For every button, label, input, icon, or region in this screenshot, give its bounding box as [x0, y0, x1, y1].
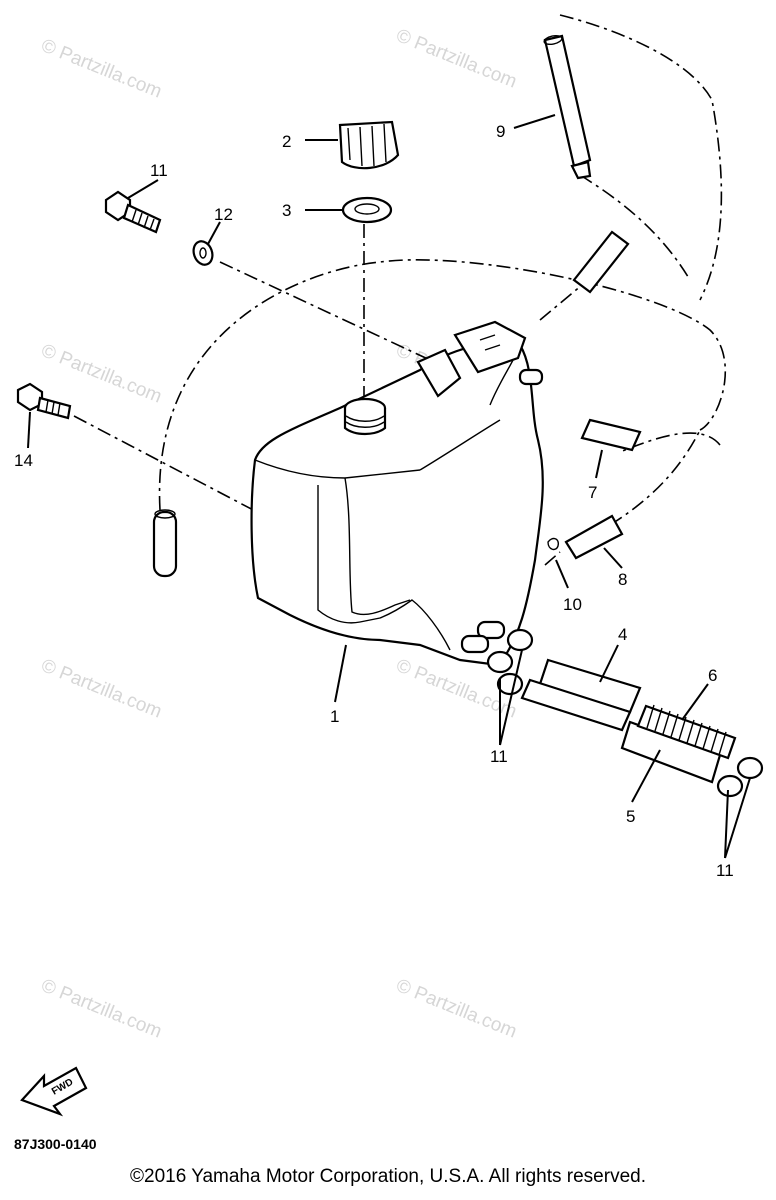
watermark-8: © Partzilla.com [393, 975, 520, 1042]
hose-9 [543, 34, 592, 180]
callout-10: 10 [563, 595, 582, 614]
callout-4: 4 [618, 625, 627, 644]
callouts: 2 3 11 12 14 9 7 8 10 4 6 1 11 5 11 [14, 122, 734, 880]
callout-11b: 11 [716, 861, 734, 880]
watermark-2: © Partzilla.com [393, 25, 520, 92]
callout-14: 14 [14, 451, 33, 470]
watermark-1: © Partzilla.com [38, 35, 165, 102]
hose-4 [520, 658, 642, 732]
assembly-lines [73, 14, 726, 566]
callout-7: 7 [588, 483, 597, 502]
fwd-arrow: FWD [20, 1066, 88, 1117]
callout-3: 3 [282, 201, 291, 220]
diagram-code: 87J300-0140 [14, 1136, 97, 1152]
clip-10 [547, 537, 560, 551]
hose-8 [564, 514, 624, 560]
callout-9: 9 [496, 122, 505, 141]
watermark-5: © Partzilla.com [38, 655, 165, 722]
callout-13: 12 [214, 205, 233, 224]
washer-13 [192, 240, 214, 266]
hose-7 [580, 418, 642, 452]
callout-12: 11 [150, 161, 168, 180]
callout-8: 8 [618, 570, 627, 589]
leader-lines [27, 114, 751, 859]
bolt-14 [16, 382, 72, 420]
oil-tank [250, 320, 544, 667]
copyright-notice: ©2016 Yamaha Motor Corporation, U.S.A. A… [130, 1166, 646, 1187]
gasket [341, 196, 393, 224]
callout-5: 5 [626, 807, 635, 826]
spring-6 [636, 704, 737, 760]
clamps-11a [486, 628, 534, 696]
hose-left [152, 509, 178, 578]
callout-6: 6 [708, 666, 717, 685]
watermark-7: © Partzilla.com [38, 975, 165, 1042]
bolt-12 [104, 190, 162, 234]
tank-cap [338, 120, 400, 170]
callout-11a: 11 [490, 747, 508, 766]
callout-2: 2 [282, 132, 291, 151]
clamps-11b [716, 756, 764, 798]
watermark-3: © Partzilla.com [38, 340, 165, 407]
hose-upper-short [572, 230, 630, 294]
callout-1: 1 [330, 707, 339, 726]
